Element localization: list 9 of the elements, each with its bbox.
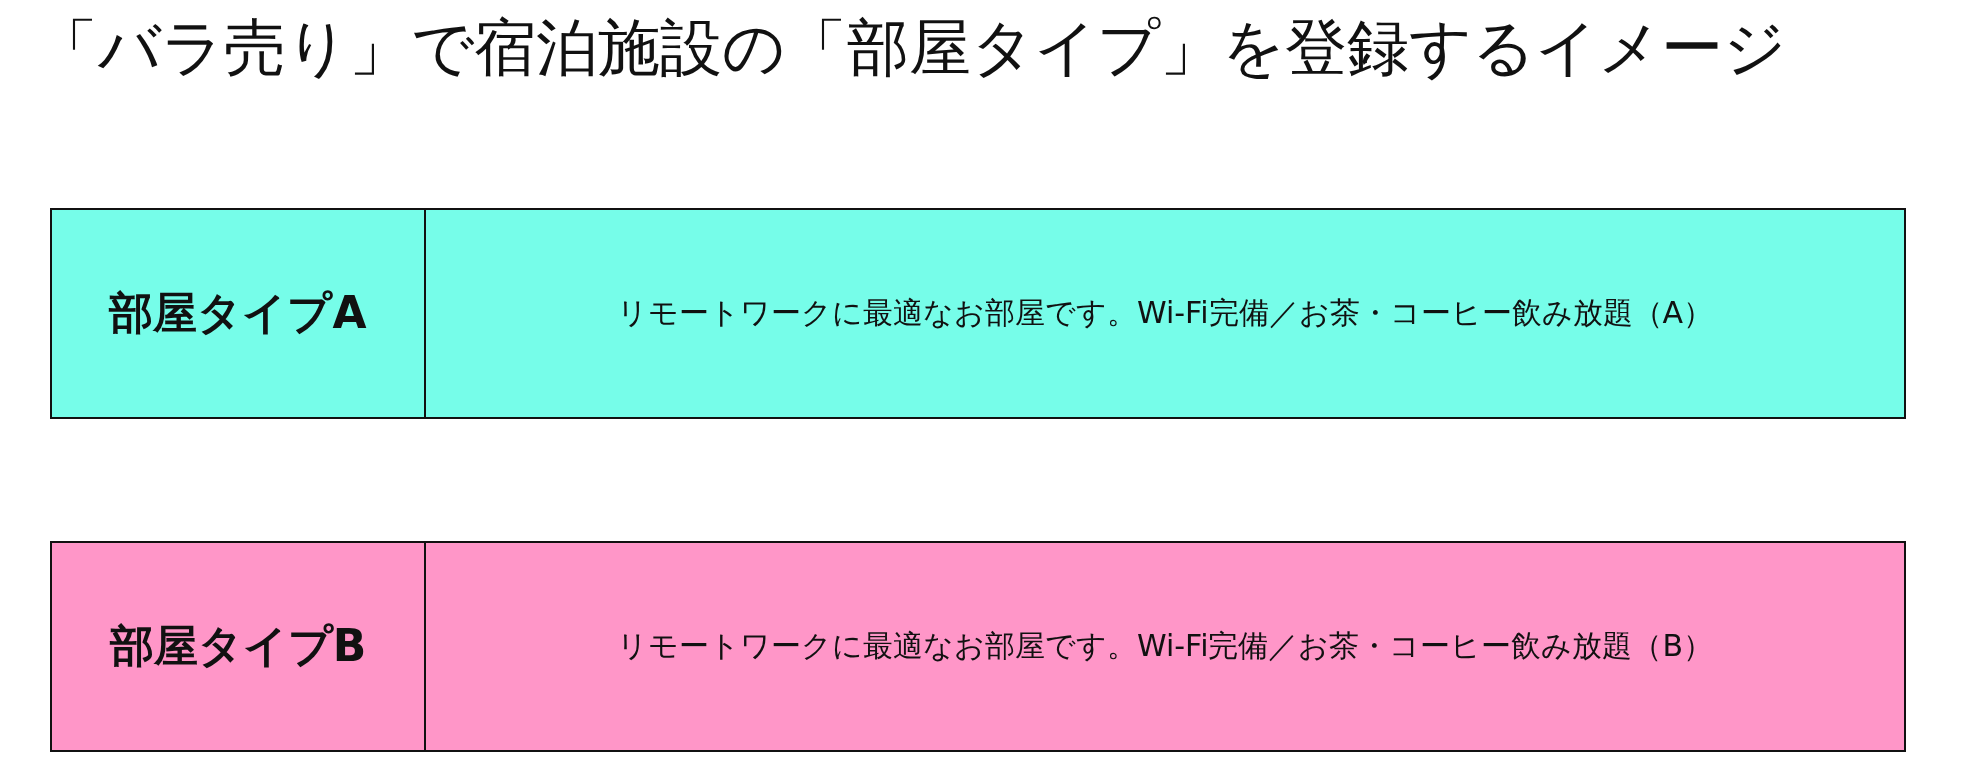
header-cell	[50, 541, 426, 752]
room-description: リモートワークに最適なお部屋です。Wi-Fi完備／お茶・コーヒー飲み放題（B）	[616, 627, 1714, 665]
room-description: リモートワークに最適なお部屋です。Wi-Fi完備／お茶・コーヒー飲み放題（A）	[616, 294, 1714, 332]
row-heading: 部屋タイプB	[109, 619, 367, 673]
description-cell	[424, 208, 1906, 419]
description-cell	[424, 541, 1906, 752]
title: 「バラ売り」で宿泊施設の「部屋タイプ」を登録するイメージ	[36, 10, 1786, 86]
row-heading: 部屋タイプA	[109, 286, 367, 340]
header-cell	[50, 208, 426, 419]
